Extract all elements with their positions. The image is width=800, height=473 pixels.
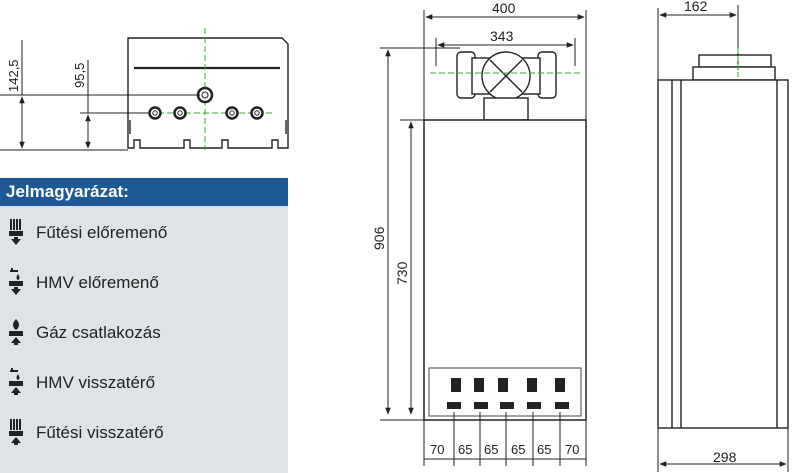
top-dimension-lines bbox=[0, 40, 200, 151]
legend-panel: Jelmagyarázat: Fűtési előremenő HMV előr… bbox=[0, 178, 288, 473]
legend-title: Jelmagyarázat: bbox=[0, 178, 288, 206]
legend-item: Gáz csatlakozás bbox=[0, 306, 288, 356]
dim-spacing-3: 65 bbox=[484, 442, 498, 457]
dim-400: 400 bbox=[492, 0, 516, 16]
side-view bbox=[657, 54, 789, 429]
bottom-dimension-lines bbox=[423, 412, 587, 466]
dim-162: 162 bbox=[684, 0, 708, 14]
side-dimension-lines bbox=[657, 8, 789, 472]
dim-298: 298 bbox=[713, 449, 737, 465]
dim-spacing-6: 70 bbox=[565, 442, 579, 457]
front-dimension-lines bbox=[380, 10, 587, 421]
legend-item-label: HMV előremenő bbox=[36, 273, 159, 292]
pipe-connections bbox=[148, 86, 264, 120]
hot-water-flow-icon bbox=[9, 268, 23, 295]
legend-item: Fűtési előremenő bbox=[0, 206, 288, 256]
legend-item: HMV visszatérő bbox=[0, 356, 288, 406]
legend-item: Fűtési visszatérő bbox=[0, 406, 288, 456]
heating-flow-icon bbox=[9, 219, 23, 245]
legend-item: HMV előremenő bbox=[0, 256, 288, 306]
dim-730: 730 bbox=[394, 261, 410, 285]
dim-spacing-1: 70 bbox=[430, 442, 444, 457]
heating-return-icon bbox=[9, 419, 23, 445]
legend-item-label: Gáz csatlakozás bbox=[36, 323, 161, 342]
gas-connection-icon bbox=[9, 319, 23, 345]
legend-item-label: Fűtési visszatérő bbox=[36, 423, 164, 442]
dim-142-5: 142,5 bbox=[6, 59, 21, 92]
dim-343: 343 bbox=[490, 28, 514, 44]
dim-95-5: 95,5 bbox=[72, 63, 87, 88]
hot-water-return-icon bbox=[9, 368, 23, 395]
panel-symbols bbox=[447, 378, 569, 409]
dim-906: 906 bbox=[371, 226, 387, 250]
dim-spacing-4: 65 bbox=[511, 442, 525, 457]
legend-item-label: HMV visszatérő bbox=[36, 373, 156, 392]
dim-spacing-2: 65 bbox=[458, 442, 472, 457]
spacing-labels: 70 65 65 65 65 70 bbox=[430, 442, 579, 457]
legend-item-label: Fűtési előremenő bbox=[36, 223, 168, 242]
legend-list: Fűtési előremenő HMV előremenő Gáz csatl… bbox=[0, 206, 288, 456]
connection-top-view bbox=[127, 37, 289, 149]
dim-spacing-5: 65 bbox=[537, 442, 551, 457]
flue-adapter bbox=[456, 51, 557, 121]
